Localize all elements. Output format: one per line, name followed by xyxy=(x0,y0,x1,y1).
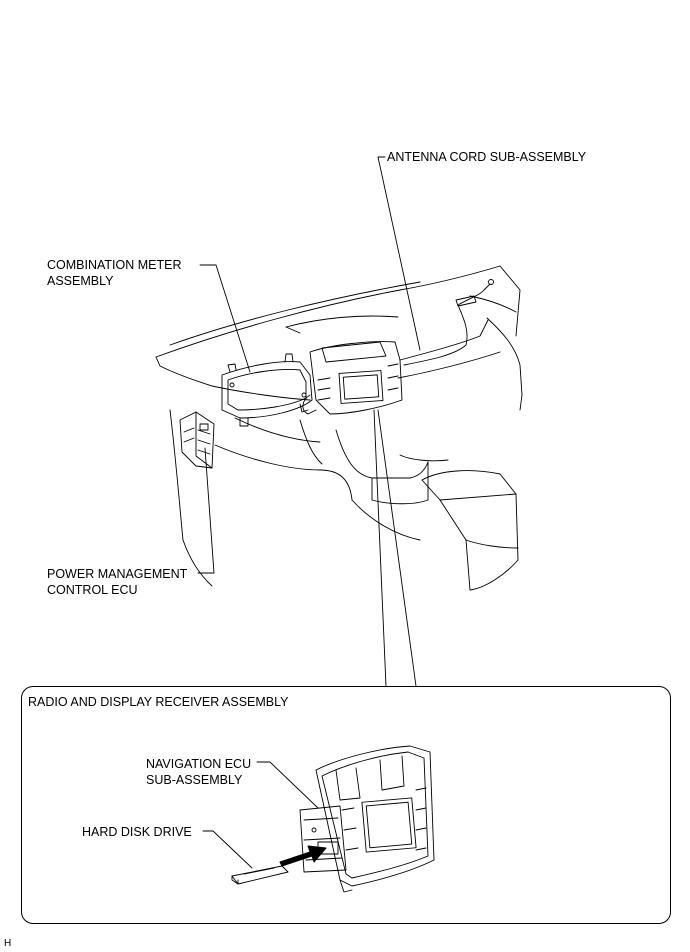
label-combination-meter-line1: COMBINATION METER xyxy=(47,258,182,272)
label-navigation-ecu-line2: SUB-ASSEMBLY xyxy=(146,773,243,787)
label-antenna-cord: ANTENNA CORD SUB-ASSEMBLY xyxy=(387,150,587,164)
antenna-cord-drawing xyxy=(403,279,494,366)
label-navigation-ecu: NAVIGATION ECU SUB-ASSEMBLY xyxy=(146,756,251,788)
label-radio-display-assembly: RADIO AND DISPLAY RECEIVER ASSEMBLY xyxy=(28,695,289,709)
power-management-ecu-drawing xyxy=(179,411,215,469)
radio-assembly-inset-box xyxy=(21,686,671,924)
label-combination-meter-line2: ASSEMBLY xyxy=(47,274,114,288)
leader-lines xyxy=(197,156,421,869)
label-navigation-ecu-line1: NAVIGATION ECU xyxy=(146,757,252,771)
label-power-management-line1: POWER MANAGEMENT xyxy=(47,567,188,581)
radio-assembly-detail xyxy=(299,745,435,893)
label-hard-disk-drive: HARD DISK DRIVE xyxy=(82,825,192,839)
combination-meter-drawing xyxy=(221,353,313,427)
figure-code: H xyxy=(4,938,12,949)
label-power-management-line2: CONTROL ECU xyxy=(47,583,138,597)
label-power-management-ecu: POWER MANAGEMENT CONTROL ECU xyxy=(47,566,187,598)
radio-display-drawing xyxy=(302,341,403,415)
hard-disk-drive-drawing xyxy=(231,865,289,885)
label-combination-meter: COMBINATION METER ASSEMBLY xyxy=(47,257,182,289)
insertion-arrow xyxy=(279,845,327,867)
dashboard-outline xyxy=(155,265,523,591)
